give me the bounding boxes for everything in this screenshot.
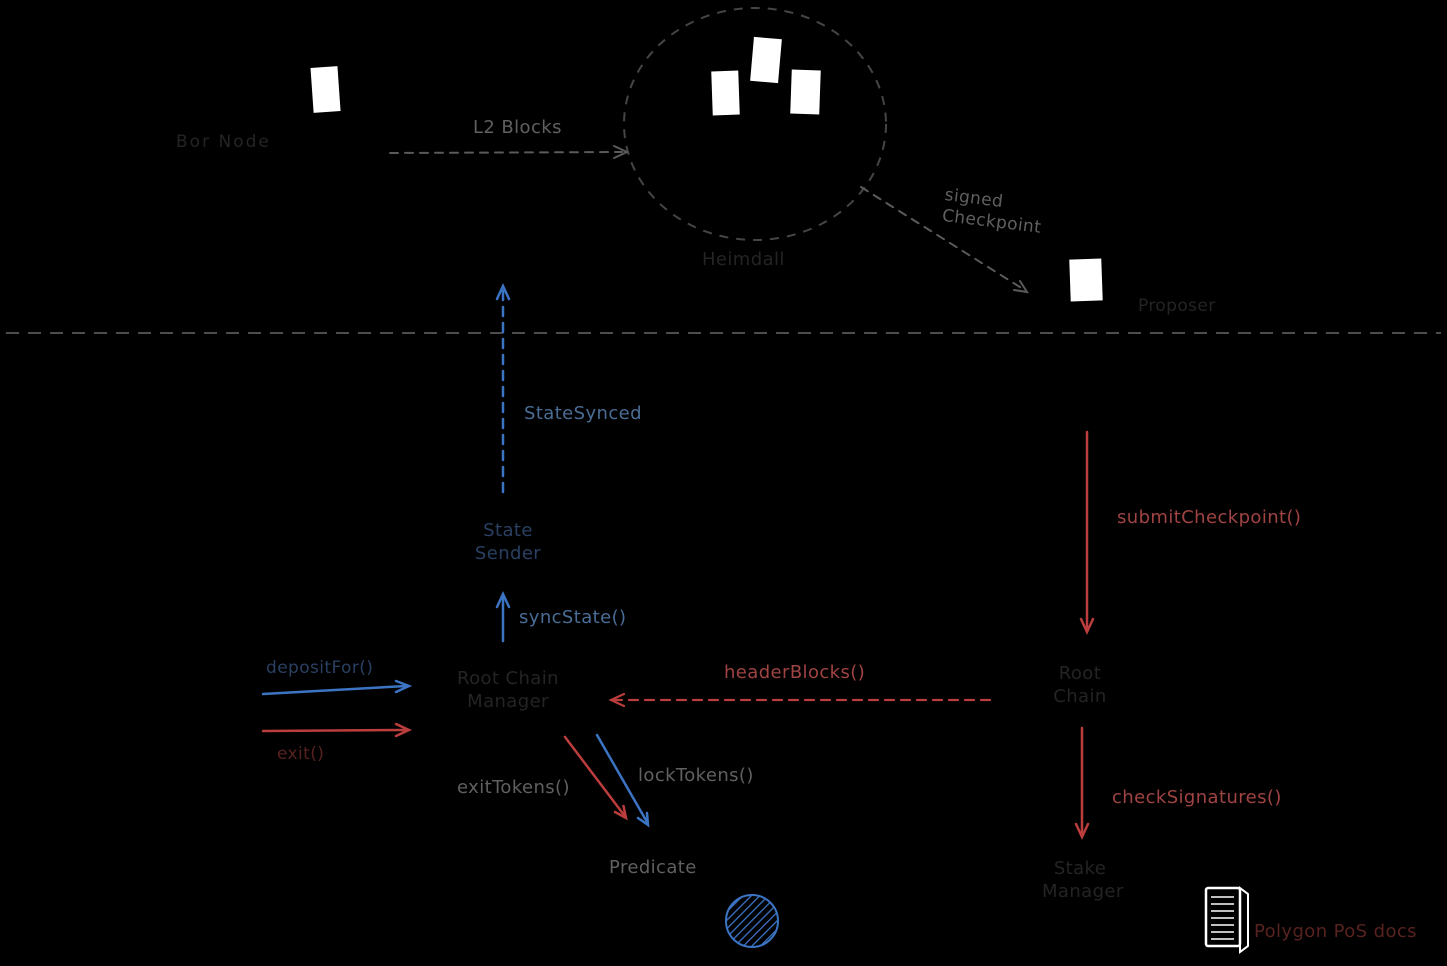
sync-state-edge-label: syncState(): [519, 607, 627, 628]
arrow-l2-blocks: [389, 145, 630, 159]
root-chain-line1: Root: [1058, 663, 1102, 684]
state-sender-line1: State: [483, 520, 533, 541]
l2-blocks-edge-label: L2 Blocks: [473, 117, 562, 138]
arrow-sync-state: [495, 591, 511, 643]
arrow-lock-tokens: [595, 733, 650, 828]
lock-tokens-edge-label: lockTokens(): [638, 765, 754, 786]
arrow-exit: [261, 722, 412, 738]
heimdall-label: Heimdall: [702, 249, 785, 270]
proposer-label: Proposer: [1138, 296, 1216, 316]
root-chain-manager-line2: Manager: [467, 690, 549, 712]
proposer-block-icon: [1069, 258, 1103, 302]
arrow-signed-checkpoint: [860, 186, 1030, 294]
arrow-submit-checkpoint: [1079, 430, 1095, 635]
check-signatures-edge-label: checkSignatures(): [1112, 787, 1282, 808]
arrow-header-blocks: [608, 692, 992, 708]
heimdall-cluster-circle: [623, 7, 887, 241]
arrow-state-synced: [495, 283, 511, 494]
header-blocks-edge-label: headerBlocks(): [724, 662, 866, 683]
docs-note-label: Polygon PoS docs: [1254, 921, 1417, 942]
arrow-check-signatures: [1074, 726, 1090, 840]
predicate-label: Predicate: [609, 857, 697, 878]
state-synced-edge-label: StateSynced: [524, 403, 642, 424]
stake-manager-line1: Stake: [1053, 858, 1107, 879]
stake-manager-label: Stake Manager: [1042, 858, 1124, 903]
exit-tokens-edge-label: exitTokens(): [457, 777, 570, 798]
hatched-circle-logo-icon: [725, 894, 779, 948]
root-chain-line2: Chain: [1053, 685, 1107, 707]
heimdall-block-icons: [711, 36, 821, 116]
arrow-exit-tokens: [563, 735, 628, 821]
deposit-edge-label: depositFor(): [266, 658, 374, 678]
bor-node-label: Bor Node: [176, 132, 271, 152]
book-icon: [1204, 886, 1249, 954]
root-chain-manager-line1: Root Chain: [457, 668, 559, 689]
state-sender-label: State Sender: [473, 520, 543, 565]
state-sender-line2: Sender: [474, 542, 542, 564]
exit-edge-label: exit(): [277, 744, 325, 764]
arrow-deposit: [261, 679, 413, 696]
bor-block-icon: [310, 66, 341, 113]
submit-checkpoint-edge-label: submitCheckpoint(): [1117, 507, 1302, 528]
root-chain-manager-label: Root Chain Manager: [452, 668, 564, 713]
stake-manager-line2: Manager: [1042, 880, 1124, 902]
root-chain-label: Root Chain: [1048, 663, 1112, 708]
